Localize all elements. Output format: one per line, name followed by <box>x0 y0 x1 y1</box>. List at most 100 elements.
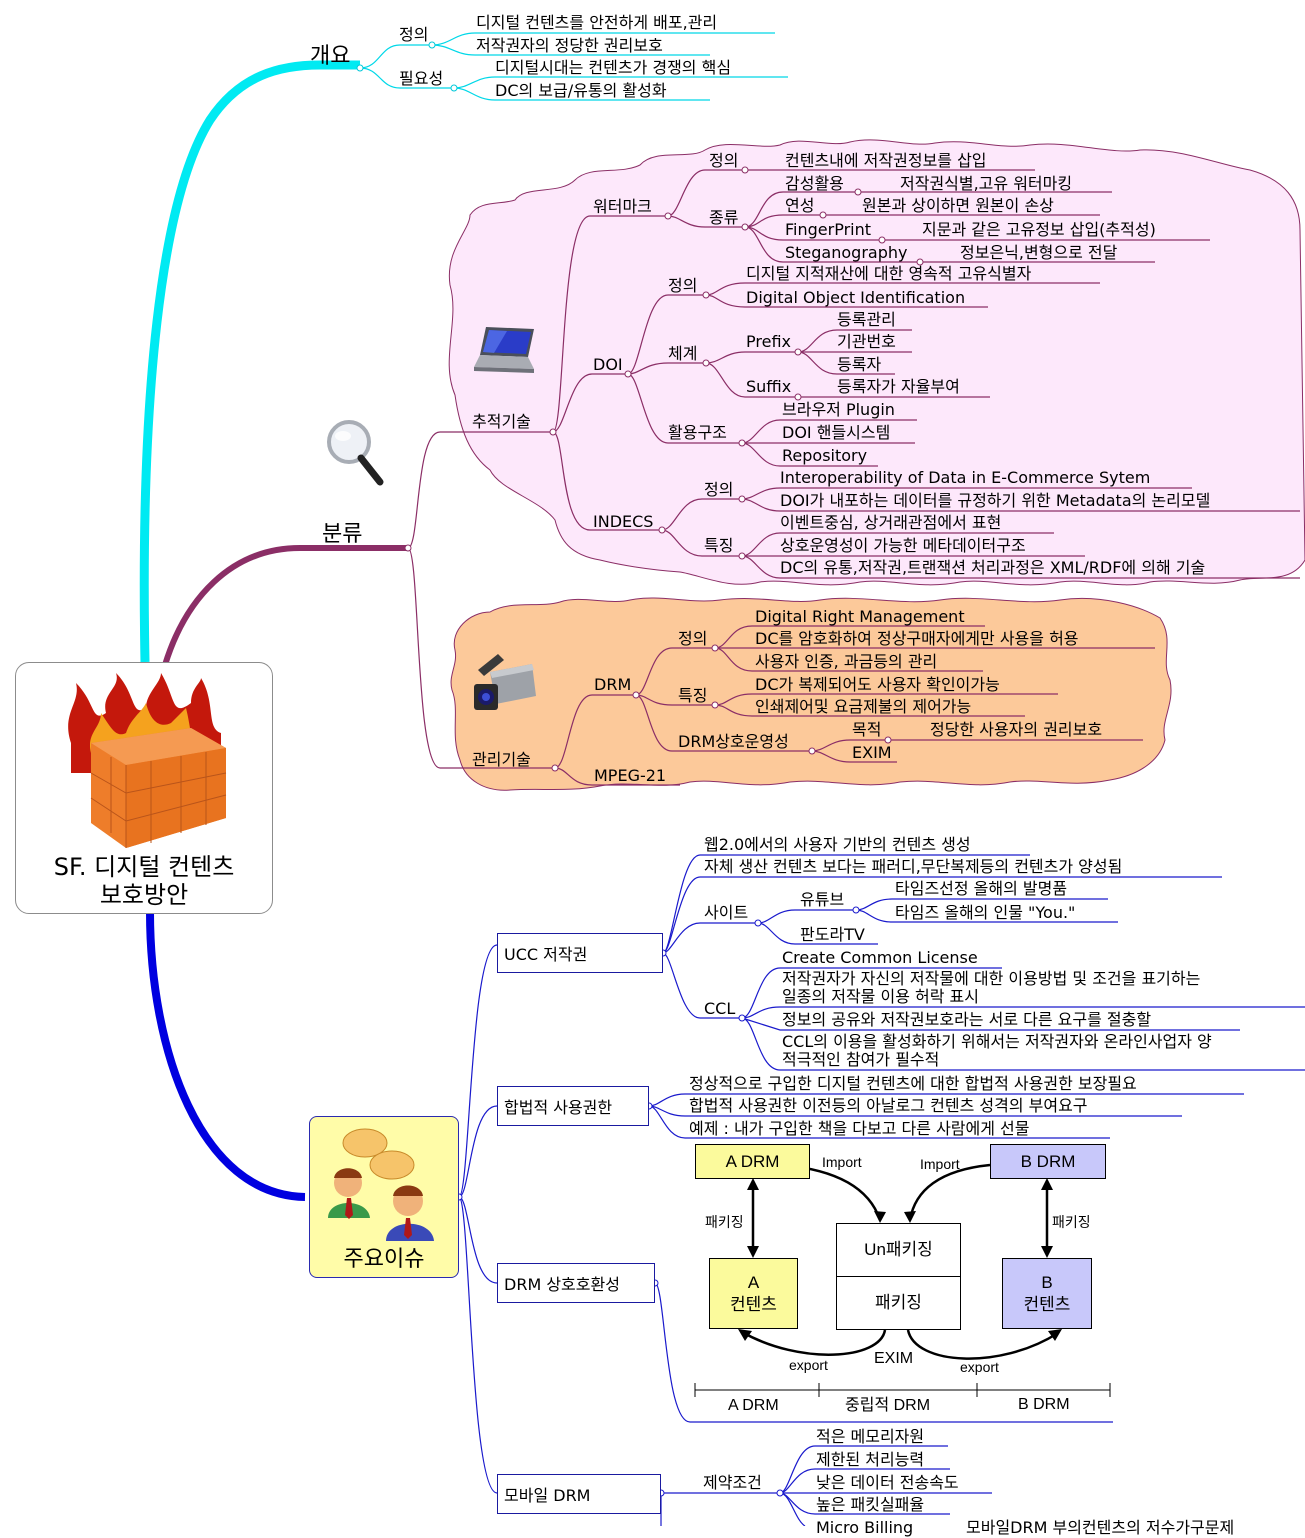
issues-topic[interactable]: 주요이슈 <box>309 1116 459 1278</box>
watermark-type-name[interactable]: 감성활용 <box>785 174 844 193</box>
watermark-type-name[interactable]: 연성 <box>785 196 815 215</box>
watermark-type-desc[interactable]: 저작권식별,고유 워터마킹 <box>900 174 1073 193</box>
ccl-item[interactable]: 정보의 공유와 저작권보호라는 서로 다른 요구를 절충할 <box>782 1010 1152 1029</box>
indecs-feature-item[interactable]: 이벤트중심, 상거래관점에서 표현 <box>780 513 1002 532</box>
micro-billing-desc[interactable]: 모바일DRM 부의컨텐츠의 저수가구문제 <box>966 1518 1235 1537</box>
doi-prefix-item[interactable]: 등록관리 <box>837 310 896 329</box>
indecs-features[interactable]: 특징 <box>704 536 734 555</box>
ucc-site-pandora[interactable]: 판도라TV <box>800 925 865 944</box>
legal-rights-topic[interactable]: 합법적 사용권한 <box>497 1086 649 1126</box>
indecs-feature-item[interactable]: 상호운영성이 가능한 메타데이터구조 <box>780 536 1026 555</box>
ucc-item[interactable]: 자체 생산 컨텐츠 보다는 패러디,무단복제등의 컨텐츠가 양성됨 <box>704 857 1123 876</box>
doi-suffix-item[interactable]: 등록자가 자율부여 <box>837 377 960 396</box>
doi-structure-item[interactable]: DOI 핸들시스템 <box>782 423 891 442</box>
mpeg21-topic[interactable]: MPEG-21 <box>594 766 667 785</box>
drm-feature-item[interactable]: 인쇄제어및 요금제불의 제어가능 <box>755 697 972 716</box>
overview-necessity-item[interactable]: 디지털시대는 컨텐츠가 경쟁의 핵심 <box>495 58 732 77</box>
ucc-item[interactable]: 웹2.0에서의 사용자 기반의 컨텐츠 생성 <box>704 835 971 854</box>
overview-topic[interactable]: 개요 <box>310 44 351 69</box>
mobile-constraints[interactable]: 제약조건 <box>703 1473 762 1492</box>
management-tech-topic[interactable]: 관리기술 <box>472 750 531 769</box>
youtube-item[interactable]: 타임즈 올해의 인물 "You." <box>895 903 1076 922</box>
drm-interop-purpose-label[interactable]: 목적 <box>852 720 882 739</box>
ccl-item[interactable]: 저작권자가 자신의 저작물에 대한 이용방법 및 조건을 표기하는 <box>782 969 1201 988</box>
drm-interop-purpose[interactable]: 정당한 사용자의 권리보호 <box>930 720 1103 739</box>
doi-structure-item[interactable]: Repository <box>782 446 868 465</box>
classification-main-branch <box>162 545 408 666</box>
diagram-import-right: Import <box>920 1156 960 1172</box>
legal-item[interactable]: 정상적으로 구입한 디지털 컨텐츠에 대한 합법적 사용권한 보장필요 <box>689 1074 1137 1093</box>
doi-prefix-item[interactable]: 기관번호 <box>837 332 896 351</box>
watermark-type-desc[interactable]: 정보은닉,변형으로 전달 <box>960 243 1118 262</box>
diagram-b-drm-label: B DRM <box>1020 1151 1076 1171</box>
drm-topic[interactable]: DRM <box>594 675 632 694</box>
ucc-site[interactable]: 사이트 <box>704 903 749 922</box>
mobile-drm-topic[interactable]: 모바일 DRM <box>497 1474 661 1514</box>
youtube-item[interactable]: 타임즈선정 올해의 발명품 <box>895 879 1068 898</box>
ccl-item[interactable]: 적극적인 참여가 필수적 <box>782 1050 940 1069</box>
watermark-types[interactable]: 종류 <box>709 208 739 227</box>
drm-compat-topic[interactable]: DRM 상호호환성 <box>497 1263 655 1303</box>
overview-necessity-item[interactable]: DC의 보급/유통의 활성화 <box>495 81 667 100</box>
legal-item[interactable]: 합법적 사용권한 이전등의 아날로그 컨텐츠 성격의 부여요구 <box>689 1096 1088 1115</box>
drm-feature-item[interactable]: DC가 복제되어도 사용자 확인이가능 <box>755 675 1000 694</box>
ucc-topic[interactable]: UCC 저작권 <box>497 933 663 973</box>
indecs-definition[interactable]: 정의 <box>704 480 734 499</box>
doi-system[interactable]: 체계 <box>668 344 698 363</box>
ucc-site-youtube[interactable]: 유튜브 <box>800 890 845 909</box>
indecs-topic[interactable]: INDECS <box>593 512 654 531</box>
watermark-type-desc[interactable]: 지문과 같은 고유정보 삽입(추적성) <box>922 220 1156 239</box>
overview-definition[interactable]: 정의 <box>399 25 429 44</box>
overview-main-branch <box>139 60 360 663</box>
doi-prefix-item[interactable]: 등록자 <box>837 355 882 374</box>
indecs-definition-item[interactable]: DOI가 내포하는 데이터를 규정하기 위한 Metadata의 논리모델 <box>780 491 1211 510</box>
legal-item[interactable]: 예제 : 내가 구입한 책을 다보고 다른 사람에게 선물 <box>689 1119 1030 1138</box>
mobile-constraint-item[interactable]: 높은 패킷실패율 <box>816 1495 925 1514</box>
micro-billing[interactable]: Micro Billing <box>816 1518 914 1537</box>
drm-definition-item[interactable]: Digital Right Management <box>755 607 965 626</box>
watermark-type-desc[interactable]: 원본과 상이하면 원본이 손상 <box>862 196 1054 215</box>
mobile-constraint-item[interactable]: 적은 메모리자원 <box>816 1427 925 1446</box>
camcorder-icon <box>474 654 536 710</box>
diagram-a-drm-label: A DRM <box>725 1151 780 1171</box>
doi-prefix[interactable]: Prefix <box>746 332 791 351</box>
mobile-constraint-item[interactable]: 낮은 데이터 전송속도 <box>816 1473 959 1492</box>
indecs-definition-item[interactable]: Interoperability of Data in E-Commerce S… <box>780 468 1151 487</box>
watermark-definition-item[interactable]: 컨텐츠내에 저작권정보를 삽입 <box>785 151 987 170</box>
central-topic[interactable]: SF. 디지털 컨텐츠 보호방안 <box>15 662 273 914</box>
drm-definition-item[interactable]: DC를 암호화하여 정상구매자에게만 사용을 허용 <box>755 629 1079 648</box>
doi-suffix[interactable]: Suffix <box>746 377 792 396</box>
doi-definition-item[interactable]: 디지털 지적재산에 대한 영속적 고유식별자 <box>746 264 1032 283</box>
diagram-import-left: Import <box>822 1154 862 1170</box>
drm-interop[interactable]: DRM상호운영성 <box>678 732 789 751</box>
doi-structure-item[interactable]: 브라우저 Plugin <box>782 400 895 419</box>
overview-joints <box>356 41 458 92</box>
ccl-item[interactable]: CCL의 이용을 활성화하기 위해서는 저작권자와 온라인사업자 양 <box>782 1032 1212 1051</box>
ccl-topic[interactable]: CCL <box>704 999 736 1018</box>
watermark-definition[interactable]: 정의 <box>709 151 739 170</box>
drm-interop-exim[interactable]: EXIM <box>852 743 892 762</box>
drm-features[interactable]: 특징 <box>678 686 708 705</box>
doi-definition-item[interactable]: Digital Object Identification <box>746 288 966 307</box>
mobile-constraint-item[interactable]: 제한된 처리능력 <box>816 1450 925 1469</box>
watermark-type-name[interactable]: FingerPrint <box>785 220 872 239</box>
doi-definition[interactable]: 정의 <box>668 276 698 295</box>
watermark-topic[interactable]: 워터마크 <box>593 197 652 216</box>
watermark-type-name[interactable]: Steganography <box>785 243 908 262</box>
doi-structure[interactable]: 활용구조 <box>668 423 727 442</box>
overview-definition-item[interactable]: 디지털 컨텐츠를 안전하게 배포,관리 <box>476 13 718 32</box>
ccl-item[interactable]: Create Common License <box>782 948 978 967</box>
drm-definition-item[interactable]: 사용자 인증, 과금등의 관리 <box>755 652 938 671</box>
ccl-item[interactable]: 일종의 저작물 이용 허락 표시 <box>782 987 979 1006</box>
drm-definition[interactable]: 정의 <box>678 629 708 648</box>
diagram-a-drm: A DRM <box>695 1144 810 1179</box>
diagram-a-content-line: A <box>747 1272 760 1292</box>
tracking-tech-topic[interactable]: 추적기술 <box>472 412 531 431</box>
diagram-unpackaging: Un패키징 <box>836 1223 961 1277</box>
overview-necessity[interactable]: 필요성 <box>399 69 444 88</box>
indecs-feature-item[interactable]: DC의 유통,저작권,트랜잭션 처리과정은 XML/RDF에 의해 기술 <box>780 558 1206 577</box>
classification-topic[interactable]: 분류 <box>322 522 363 547</box>
doi-topic[interactable]: DOI <box>593 355 623 374</box>
overview-definition-item[interactable]: 저작권자의 정당한 권리보호 <box>476 36 663 55</box>
